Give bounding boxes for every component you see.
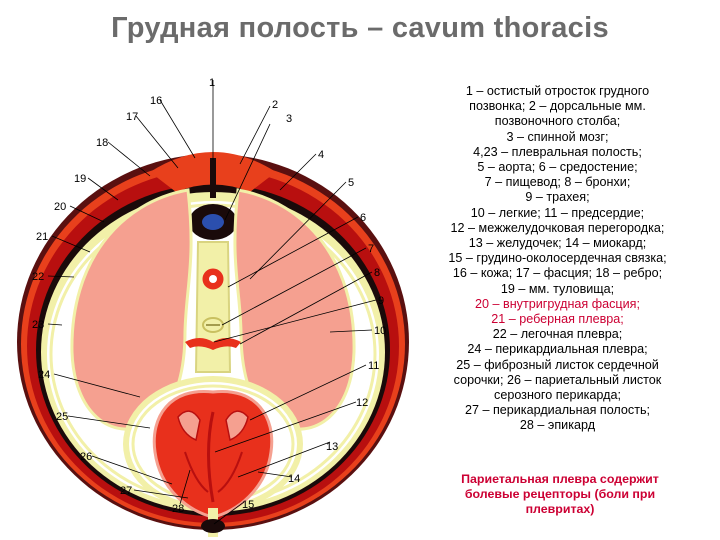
pleura-pain-note: Париетальная плевра содержит болевые рец… bbox=[461, 472, 659, 516]
legend-line: сорочки; 26 – париетальный листок bbox=[453, 372, 662, 387]
legend-line: серозного перикарда; bbox=[494, 388, 621, 403]
legend-line: 9 – трахея; bbox=[525, 190, 590, 205]
label-26: 26 bbox=[80, 451, 92, 463]
legend-line: 25 – фиброзный листок сердечной bbox=[456, 357, 659, 372]
legend-line: 7 – пищевод; 8 – бронхи; bbox=[484, 175, 631, 190]
label-20: 20 bbox=[54, 201, 66, 213]
legend-line: 22 – легочная плевра; bbox=[492, 327, 623, 342]
interventricular-septum bbox=[207, 411, 215, 503]
legend-line: 28 – эпикард bbox=[519, 418, 596, 433]
label-25: 25 bbox=[56, 411, 68, 423]
legend-line: 1 – остистый отросток грудного bbox=[465, 84, 650, 98]
legend-line-highlighted: 21 – реберная плевра; bbox=[491, 312, 624, 327]
legend-line: 12 – межжелудочковая перегородка; bbox=[450, 220, 665, 235]
label-18: 18 bbox=[96, 137, 108, 149]
label-6: 6 bbox=[360, 212, 366, 224]
label-2: 2 bbox=[272, 99, 278, 111]
label-13: 13 bbox=[326, 441, 338, 453]
spinal-cord-icon bbox=[202, 214, 224, 230]
bronchi-icon bbox=[185, 338, 241, 350]
legend-line: 19 – мм. туловища; bbox=[500, 281, 615, 296]
label-12: 12 bbox=[356, 397, 368, 409]
spinous-process bbox=[210, 158, 216, 198]
legend-line: позвоночного столба; bbox=[494, 114, 621, 129]
label-27: 27 bbox=[120, 485, 132, 497]
legend-line: 13 – желудочек; 14 – миокард; bbox=[468, 236, 647, 251]
label-5: 5 bbox=[348, 177, 354, 189]
aorta-lumen bbox=[209, 275, 217, 283]
label-19: 19 bbox=[74, 173, 86, 185]
label-17: 17 bbox=[126, 111, 138, 123]
label-21: 21 bbox=[36, 231, 48, 243]
label-7: 7 bbox=[368, 243, 374, 255]
leader-lines bbox=[47, 80, 377, 525]
legend-text-block: 1 – остистый отросток грудного позвонка;… bbox=[430, 84, 685, 434]
label-28: 28 bbox=[172, 503, 184, 515]
label-9: 9 bbox=[378, 295, 384, 307]
legend-line-highlighted: 20 – внутригрудная фасция; bbox=[475, 296, 640, 311]
legend-line: 16 – кожа; 17 – фасция; 18 – ребро; bbox=[452, 266, 663, 281]
label-11: 11 bbox=[368, 360, 379, 372]
legend-line: 24 – перикардиальная плевра; bbox=[467, 342, 648, 357]
sternum bbox=[201, 519, 225, 533]
legend-line: позвонка; 2 – дорсальные мм. bbox=[469, 99, 646, 114]
heart-atrium-left bbox=[177, 410, 201, 442]
legend-line: 4,23 – плевральная полость; bbox=[473, 144, 642, 159]
label-14: 14 bbox=[288, 473, 300, 485]
legend-line: 5 – аорта; 6 – средостение; bbox=[477, 160, 638, 175]
diagram-label-group: 1 2 3 4 5 6 7 8 9 10 11 12 13 14 15 16 1… bbox=[32, 77, 386, 515]
label-4: 4 bbox=[318, 149, 324, 161]
heart-atrium-right bbox=[225, 410, 249, 442]
label-24: 24 bbox=[38, 369, 50, 381]
mediastinum bbox=[194, 241, 232, 373]
label-23: 23 bbox=[32, 319, 44, 331]
legend-line: 27 – перикардиальная полость; bbox=[464, 403, 651, 418]
legend-line: 15 – грудино-околосердечная связка; bbox=[448, 251, 667, 266]
legend-line: 10 – легкие; 11 – предсердие; bbox=[470, 205, 645, 220]
label-10: 10 bbox=[374, 325, 386, 337]
label-1: 1 bbox=[209, 77, 215, 89]
label-8: 8 bbox=[374, 267, 380, 279]
label-22: 22 bbox=[32, 271, 44, 283]
label-3: 3 bbox=[286, 113, 292, 125]
heart-ventricle bbox=[184, 451, 243, 493]
page-title: Грудная полость – cavum thoracis bbox=[111, 12, 609, 44]
thoracic-cross-section-diagram: 1 2 3 4 5 6 7 8 9 10 11 12 13 14 15 16 1… bbox=[17, 77, 409, 537]
legend-line: 3 – спинной мозг; bbox=[506, 129, 609, 144]
label-16: 16 bbox=[150, 95, 162, 107]
label-15: 15 bbox=[242, 499, 254, 511]
